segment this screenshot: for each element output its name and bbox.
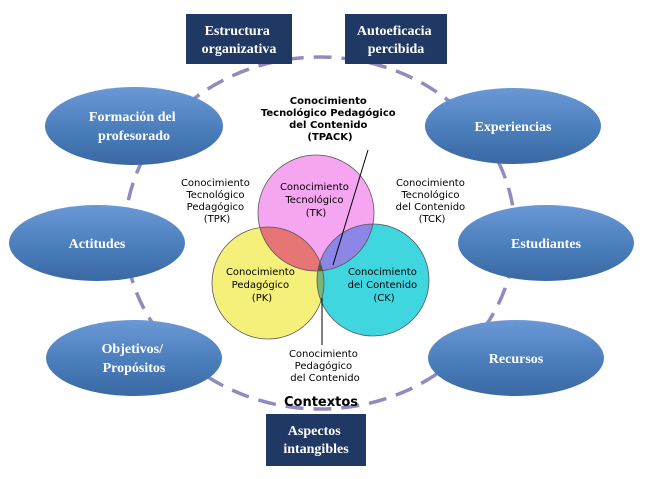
- label-line: Conocimiento: [396, 178, 465, 189]
- objetivos-ellipse: [46, 320, 222, 396]
- label-line: organizativa: [202, 42, 277, 57]
- tpk-label: Conocimiento Tecnológico Pedagógico (TPK…: [181, 178, 253, 225]
- experiencias-ellipse: [425, 88, 601, 164]
- estudiantes-ellipse: [458, 205, 634, 281]
- label-line: Pedagógico: [295, 360, 353, 372]
- actitudes-label: Actitudes: [69, 237, 126, 252]
- aspectos-label: Aspectos intangibles: [283, 424, 349, 457]
- actitudes-ellipse: [9, 205, 185, 281]
- estructura-label: Estructura organizativa: [202, 24, 277, 57]
- pck-label: Conocimiento Pedagógico del Contenido: [289, 349, 361, 384]
- label-line: del Contenido: [290, 373, 360, 384]
- autoeficacia-label: Autoeficacia percibida: [357, 24, 435, 57]
- label-line: percibida: [368, 42, 425, 57]
- label-line: Aspectos: [288, 424, 341, 439]
- experiencias-label: Experiencias: [475, 120, 553, 135]
- label-line: (TPK): [204, 214, 231, 225]
- contextos-label: Contextos: [284, 395, 358, 410]
- label-line: Conocimiento: [181, 178, 250, 189]
- tck-label: Conocimiento Tecnológico del Contenido (…: [396, 178, 469, 225]
- label-line: Estructura: [205, 24, 270, 39]
- tpack-label: Conocimiento Tecnológico Pedagógico del …: [261, 96, 399, 143]
- label-line: del Contenido: [396, 202, 466, 213]
- label-line: Conocimiento: [290, 96, 367, 107]
- label-line: Pedagógico: [187, 201, 245, 213]
- label-line: Estudiantes: [511, 237, 582, 252]
- label-line: (TK): [306, 208, 327, 219]
- pk-label: Conocimiento Pedagógico (PK): [226, 267, 298, 304]
- label-line: Objetivos/: [102, 342, 165, 357]
- label-line: Formación del: [89, 110, 176, 125]
- recursos-ellipse: [428, 320, 604, 396]
- label-line: profesorado: [98, 129, 170, 144]
- estudiantes-label: Estudiantes: [511, 237, 582, 252]
- label-line: Experiencias: [475, 120, 553, 135]
- label-line: intangibles: [283, 442, 349, 457]
- ck-label: Conocimiento del Contenido (CK): [348, 267, 421, 304]
- label-line: Tecnológico: [185, 189, 244, 201]
- label-line: Recursos: [489, 352, 544, 367]
- label-line: Conocimiento: [226, 267, 295, 278]
- formacion-ellipse: [45, 87, 223, 165]
- tck-overlap: [317, 224, 374, 271]
- label-line: del Contenido: [289, 120, 367, 131]
- label-line: Autoeficacia: [357, 24, 432, 39]
- tpack-pointer: [332, 149, 369, 266]
- formacion-label: Formación del profesorado: [89, 110, 179, 144]
- label-line: (CK): [373, 293, 394, 304]
- label-line: Tecnológico: [284, 194, 343, 206]
- tk-label: Conocimiento Tecnológico (TK): [280, 182, 352, 219]
- autoeficacia-box: [345, 14, 447, 64]
- label-line: Conocimiento: [348, 267, 417, 278]
- label-line: Tecnológico Pedagógico: [261, 107, 396, 119]
- label-line: Conocimiento: [289, 349, 358, 360]
- label-line: del Contenido: [348, 280, 418, 291]
- label-line: Propósitos: [103, 361, 166, 376]
- venn: [211, 154, 430, 340]
- label-line: Conocimiento: [280, 182, 349, 193]
- recursos-label: Recursos: [489, 352, 544, 367]
- tpk-overlap: [258, 227, 324, 271]
- label-line: Pedagógico: [232, 279, 290, 291]
- label-line: Tecnológico: [400, 189, 459, 201]
- label-line: (PK): [252, 293, 272, 304]
- label-line: (TPACK): [307, 132, 352, 143]
- label-line: Actitudes: [69, 237, 126, 252]
- objetivos-label: Objetivos/ Propósitos: [102, 342, 167, 376]
- label-line: (TCK): [419, 214, 446, 225]
- estructura-box: [186, 14, 292, 64]
- aspectos-box: [266, 414, 366, 466]
